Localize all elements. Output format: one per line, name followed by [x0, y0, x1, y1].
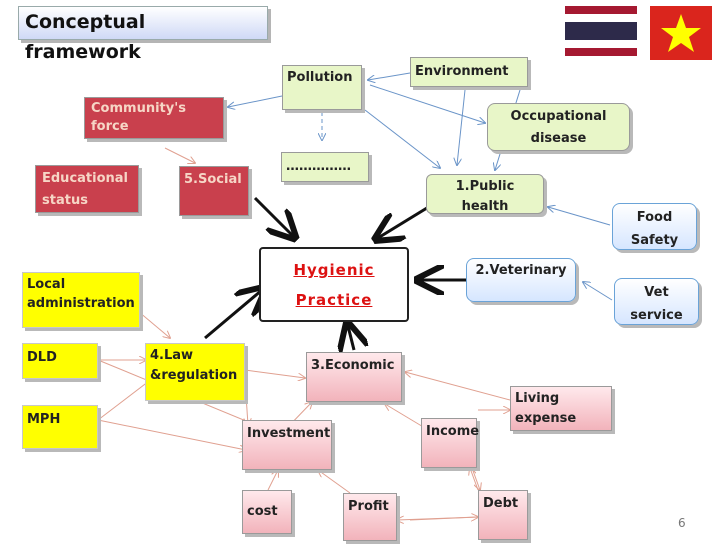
local-administration-node: Local administration [22, 272, 140, 328]
dld-node: DLD [22, 343, 98, 379]
vietnam-flag [650, 6, 712, 60]
economic-node: 3.Economic [306, 352, 402, 402]
hygienic-label-line2: Practice [295, 291, 373, 309]
environment-node: Environment [410, 57, 528, 87]
living-expense-node: Living expense [510, 386, 612, 431]
social-node: 5.Social [179, 166, 249, 216]
ellipsis-node: …………… [281, 152, 369, 182]
income-node: Income [421, 418, 479, 468]
hygienic-label-line1: Hygienic [293, 261, 375, 279]
food-safety-node: Food Safety [612, 203, 697, 250]
investment-node: Investment [242, 420, 332, 470]
cost-node: cost [242, 490, 292, 534]
veterinary-node: 2.Veterinary [466, 258, 576, 302]
profit-node: Profit [343, 493, 397, 541]
pollution-node: Pollution [282, 65, 362, 110]
communitys-force-node: Community's force [84, 97, 224, 139]
debt-node: Debt [478, 490, 528, 540]
educational-status-node: Educational status [35, 165, 139, 213]
public-health-node: 1.Public health [426, 174, 544, 214]
page-title: Conceptual framework [18, 6, 268, 63]
occupational-disease-node: Occupational disease [487, 103, 630, 151]
vet-service-node: Vet service [614, 278, 699, 325]
hygienic-practice-node: Hygienic Practice [259, 247, 409, 322]
page-number: 6 [678, 516, 686, 530]
law-regulation-node: 4.Law &regulation [145, 343, 245, 401]
mph-node: MPH [22, 405, 98, 449]
thailand-flag [565, 6, 637, 56]
